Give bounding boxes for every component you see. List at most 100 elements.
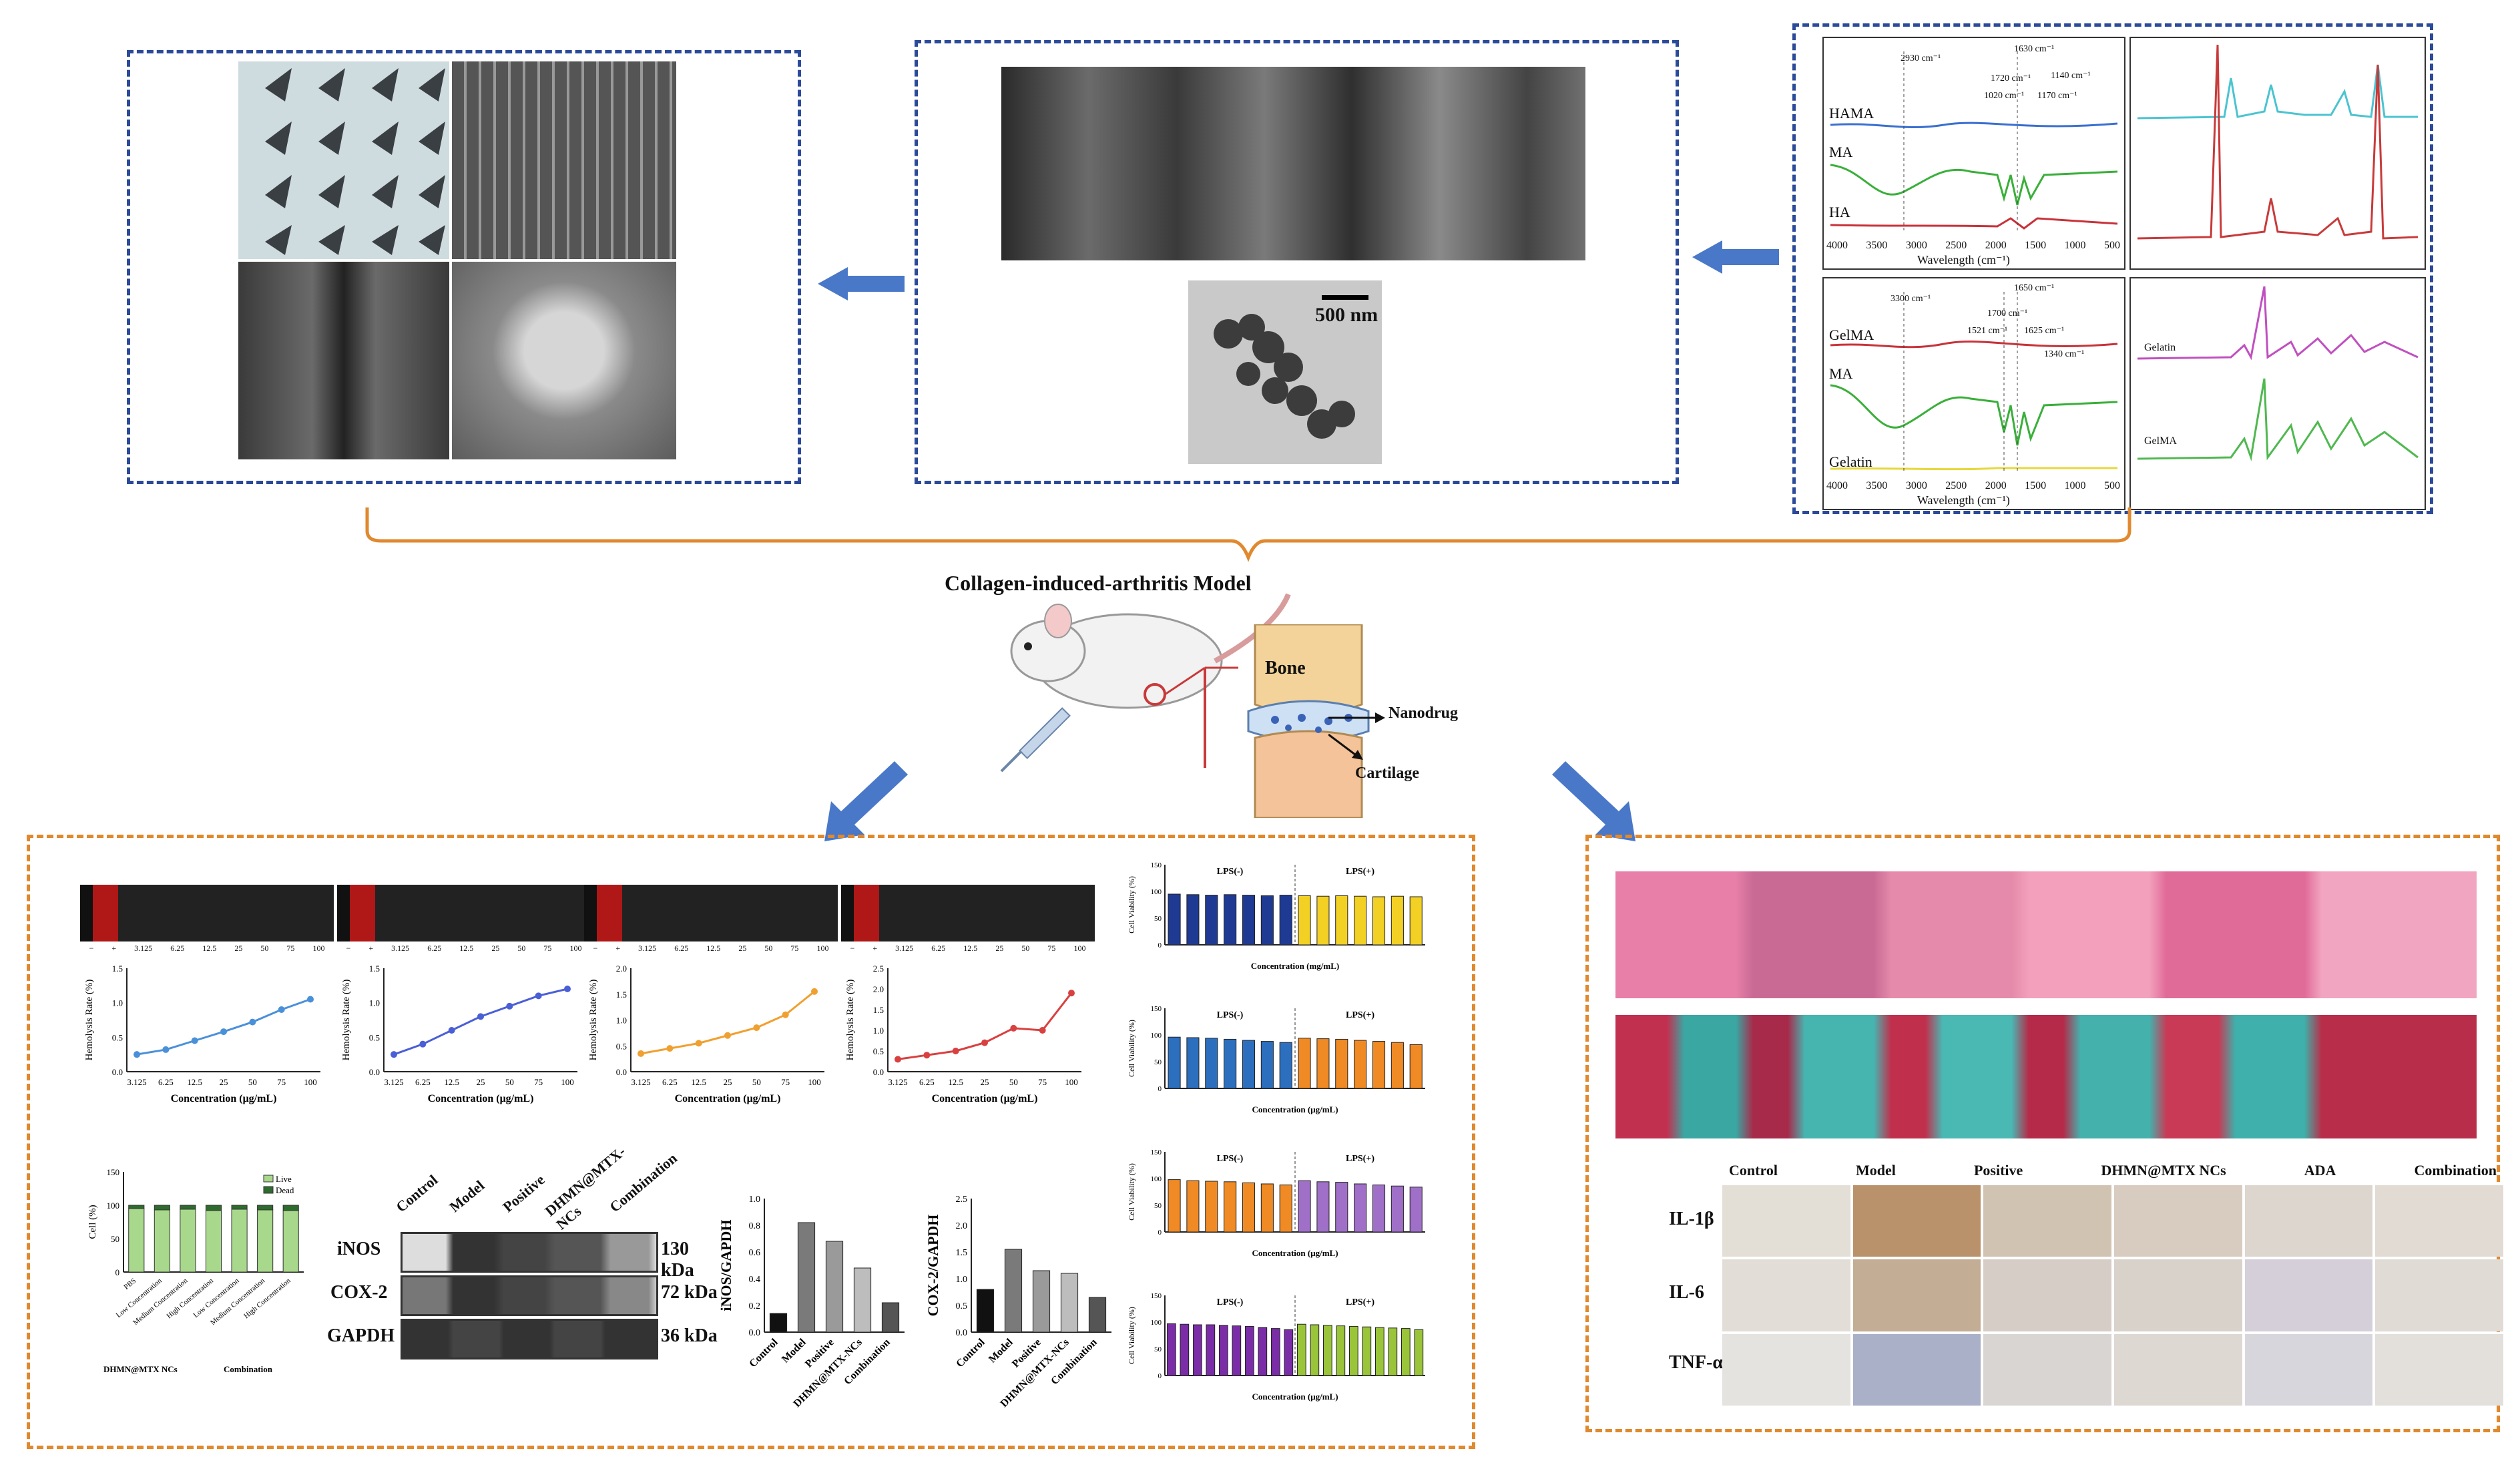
x-tick-label: High Concentration xyxy=(166,1277,216,1320)
microneedle-array-optical xyxy=(265,68,445,255)
x-tick-label: 50 xyxy=(505,1077,514,1087)
data-point xyxy=(535,992,542,1000)
ihc-group-labels: Control Model Positive DHMN@MTX NCs ADA … xyxy=(1729,1162,2497,1179)
dead-bar xyxy=(282,1205,299,1211)
microneedle-sem-array xyxy=(451,60,678,260)
arrow-down-left xyxy=(824,761,908,841)
viability-bar xyxy=(1298,895,1311,946)
y-tick-label: 1.0 xyxy=(749,1195,761,1205)
y-tick-label: 100 xyxy=(1151,1175,1162,1183)
ihc-tile xyxy=(2375,1333,2503,1406)
histology-panel: Control Model Positive DHMN@MTX NCs ADA … xyxy=(1585,835,2503,1432)
series-line xyxy=(136,998,311,1056)
y-axis-label: Hemolysis Rate (%) xyxy=(845,980,856,1061)
y-tick-label: 0.5 xyxy=(112,1032,123,1042)
wb-row-cox2: COX-2 xyxy=(330,1282,388,1303)
data-point xyxy=(695,1040,702,1047)
data-point xyxy=(134,1051,140,1058)
panel-title: LPS(-) xyxy=(1217,1010,1244,1020)
ihc-grid xyxy=(1722,1185,2503,1406)
dead-bar xyxy=(128,1205,145,1209)
y-tick-label: 0.5 xyxy=(616,1041,627,1051)
viability-bar xyxy=(1242,895,1256,946)
viability-bar xyxy=(1232,1325,1242,1376)
viability-bar xyxy=(1242,1040,1256,1089)
ftir-bottom-annotation: 1521 cm⁻¹ xyxy=(1967,326,2008,336)
dead-bar xyxy=(180,1205,196,1210)
y-tick-label: 0 xyxy=(1158,1085,1162,1093)
y-tick-label: 1.0 xyxy=(616,1016,627,1026)
data-point xyxy=(477,1013,484,1020)
ftir-top-curve-ha: HA xyxy=(1829,204,1850,220)
wb-lane-label: Positive xyxy=(499,1171,548,1216)
y-tick-label: 0 xyxy=(1158,941,1162,950)
nanodrug-pointer xyxy=(1328,712,1385,760)
y-tick-label: 150 xyxy=(1151,1292,1162,1300)
ftir-bottom-annotation: 1625 cm⁻¹ xyxy=(2024,326,2065,336)
x-tick-label: 50 xyxy=(1009,1077,1018,1087)
live-bar xyxy=(180,1209,196,1273)
y-tick-label: 0.5 xyxy=(956,1301,968,1311)
x-tick-label: 75 xyxy=(534,1077,543,1087)
viability-bar xyxy=(1180,1323,1190,1376)
y-tick-label: 50 xyxy=(1154,1058,1162,1066)
wb-row-gapdh: GAPDH xyxy=(327,1325,395,1346)
y-tick-label: 1.5 xyxy=(873,1005,884,1015)
x-tick-label: 6.25 xyxy=(158,1077,174,1087)
viability-bar xyxy=(1401,1328,1411,1376)
viability-bar xyxy=(1323,1325,1332,1376)
data-point xyxy=(923,1052,931,1059)
ihc-tile xyxy=(1852,1333,1981,1406)
ihc-tile xyxy=(1722,1259,1850,1331)
viability-bar xyxy=(1245,1325,1254,1376)
x-tick-label: 3.125 xyxy=(888,1077,907,1087)
viability-bar xyxy=(1224,1181,1237,1233)
viability-bar xyxy=(1335,1038,1348,1089)
data-point xyxy=(419,1040,427,1048)
y-tick-label: 100 xyxy=(1151,1032,1162,1040)
x-tick-label: 50 xyxy=(752,1077,761,1087)
y-tick-label: 50 xyxy=(1154,915,1162,923)
data-point xyxy=(564,986,571,992)
y-tick-label: 0.0 xyxy=(616,1067,627,1077)
viability-bar xyxy=(1260,1183,1274,1233)
x-tick-label: 6.25 xyxy=(919,1077,935,1087)
connector-brace xyxy=(365,507,2131,562)
viability-bar xyxy=(1284,1329,1294,1376)
bar xyxy=(769,1313,788,1333)
viability-bar xyxy=(1335,895,1348,946)
nmr-top-plot xyxy=(2137,44,2419,240)
ftir-top-xlabel: Wavelength (cm⁻¹) xyxy=(1917,253,2010,266)
ihc-row-label: TNF-α xyxy=(1669,1352,1723,1373)
microneedle-sem-tip xyxy=(451,260,678,461)
data-point xyxy=(782,1011,789,1018)
y-tick-label: 1.0 xyxy=(112,998,123,1008)
dead-bar xyxy=(231,1205,248,1210)
viability-bar xyxy=(1279,895,1292,946)
ihc-row-label: IL-1β xyxy=(1669,1209,1714,1229)
ihc-tile xyxy=(1722,1333,1850,1406)
x-tick-label: PBS xyxy=(123,1277,138,1291)
x-tick-label: 25 xyxy=(477,1077,485,1087)
arrow-down-right xyxy=(1552,761,1635,841)
data-point xyxy=(666,1045,674,1052)
viability-bar xyxy=(1260,895,1274,946)
x-axis-label: Concentration (μg/mL) xyxy=(1252,1104,1338,1114)
y-tick-label: 150 xyxy=(1151,861,1162,869)
ftir-bottom-curve-ma: MA xyxy=(1829,365,1853,382)
ihc-tile xyxy=(2114,1259,2242,1331)
bar xyxy=(1004,1249,1023,1333)
live-bar xyxy=(154,1209,170,1273)
viability-bar xyxy=(1168,893,1181,946)
viability-bar xyxy=(1186,1180,1200,1233)
viability-bar xyxy=(1388,1327,1398,1376)
ftir-top-annotation: 1170 cm⁻¹ xyxy=(2037,91,2077,101)
y-axis-label: Hemolysis Rate (%) xyxy=(588,980,599,1061)
viability-bar xyxy=(1372,896,1386,946)
